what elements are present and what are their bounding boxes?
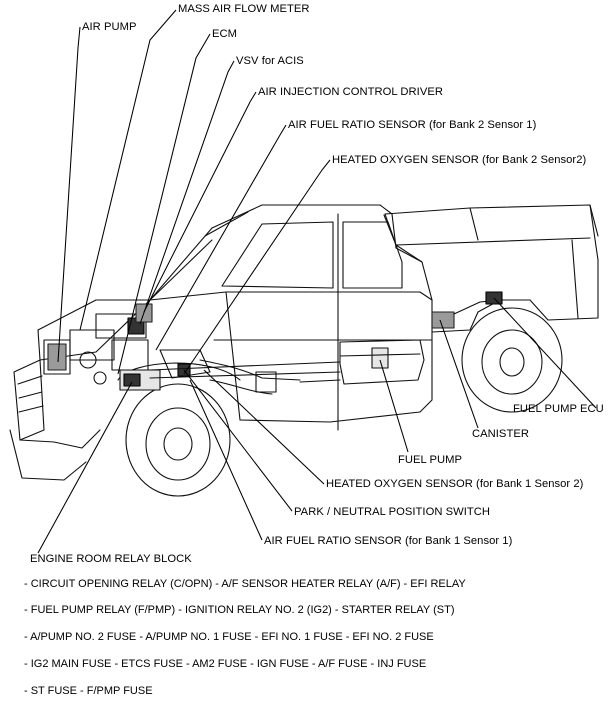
label-park-neutral-position-switch: PARK / NEUTRAL POSITION SWITCH — [294, 506, 491, 518]
label-air-fuel-ratio-sensor-bank1: AIR FUEL RATIO SENSOR (for Bank 1 Sensor… — [264, 535, 513, 547]
label-fuel-pump-ecu: FUEL PUMP ECU — [513, 403, 604, 415]
relay-block-item: - FUEL PUMP RELAY (F/PMP) - IGNITION REL… — [24, 604, 455, 616]
label-engine-room-relay-block: ENGINE ROOM RELAY BLOCK — [30, 553, 192, 565]
label-heated-oxygen-sensor-bank1: HEATED OXYGEN SENSOR (for Bank 1 Sensor … — [326, 478, 584, 490]
label-fuel-pump: FUEL PUMP — [398, 454, 463, 466]
label-air-fuel-ratio-sensor-bank2: AIR FUEL RATIO SENSOR (for Bank 2 Sensor… — [288, 119, 537, 131]
label-canister: CANISTER — [472, 428, 529, 440]
label-heated-oxygen-sensor-bank2: HEATED OXYGEN SENSOR (for Bank 2 Sensor2… — [332, 154, 587, 166]
label-vsv-for-acis: VSV for ACIS — [236, 55, 304, 67]
leader-lines — [37, 9, 597, 554]
label-mass-air-flow-meter: MASS AIR FLOW METER — [178, 3, 310, 15]
relay-block-item: - ST FUSE - F/PMP FUSE — [24, 685, 153, 697]
relay-block-item: - IG2 MAIN FUSE - ETCS FUSE - AM2 FUSE -… — [24, 658, 427, 670]
label-ecm: ECM — [212, 28, 238, 40]
relay-block-item: - A/PUMP NO. 2 FUSE - A/PUMP NO. 1 FUSE … — [24, 631, 434, 643]
pickup-truck-drawing — [9, 204, 599, 497]
relay-block-item: - CIRCUIT OPENING RELAY (C/OPN) - A/F SE… — [24, 578, 466, 590]
label-air-injection-control-driver: AIR INJECTION CONTROL DRIVER — [258, 86, 443, 98]
label-air-pump: AIR PUMP — [82, 21, 137, 33]
